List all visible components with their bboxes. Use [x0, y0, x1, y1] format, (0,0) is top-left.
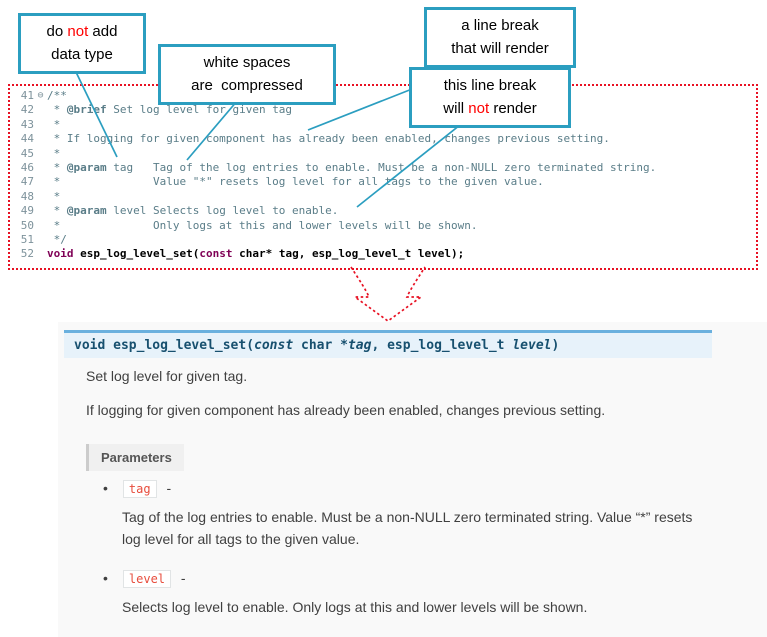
signature-segment: level	[512, 338, 552, 353]
signature-segment	[105, 338, 113, 353]
code-text: *	[47, 117, 61, 131]
fold-gutter	[34, 190, 47, 204]
param-separator: -	[180, 570, 186, 586]
code-line: 48 *	[12, 190, 754, 204]
callout-text: a line break	[461, 17, 539, 34]
signature-segment: const	[254, 338, 294, 353]
callout-text: are compressed	[191, 76, 303, 94]
doc-brief-paragraph: Set log level for given tag.	[86, 368, 248, 384]
signature-segment: esp_log_level_set	[113, 338, 247, 353]
param-separator: -	[166, 480, 172, 496]
code-text: * @param level Selects log level to enab…	[47, 204, 339, 218]
callout-text: will	[443, 99, 469, 117]
callout-line-break-will-render: a line break that will render	[424, 7, 576, 68]
rendered-documentation: void esp_log_level_set(const char *tag, …	[58, 322, 767, 637]
code-line: 52 void esp_log_level_set(const char* tag…	[12, 247, 754, 261]
fold-gutter	[34, 103, 47, 117]
code-text: * Value "*" resets log level for all tag…	[47, 175, 544, 189]
line-number: 44	[20, 132, 34, 146]
callout-text: add	[88, 23, 118, 40]
code-line: 46 * @param tag Tag of the log entries t…	[12, 161, 754, 175]
line-number: 43	[20, 117, 34, 131]
code-text: * @param tag Tag of the log entries to e…	[47, 161, 657, 175]
line-number: 51	[20, 233, 34, 247]
line-number: 46	[20, 161, 34, 175]
callout-text: that will render	[451, 39, 549, 57]
code-line: 41⊖/**	[12, 89, 754, 103]
line-number: 41	[20, 89, 34, 102]
fold-gutter	[34, 233, 47, 247]
code-text: */	[47, 233, 67, 247]
fold-gutter	[34, 175, 47, 189]
fold-gutter	[34, 118, 47, 132]
code-text: * If logging for given component has alr…	[47, 132, 610, 146]
function-signature: void esp_log_level_set(const char *tag, …	[64, 330, 712, 358]
param-item-level: • level -	[103, 570, 186, 588]
callout-white-spaces-compressed: white spaces are compressed	[158, 44, 336, 105]
code-text: *	[47, 146, 61, 160]
callout-text: white spaces	[203, 54, 291, 71]
code-line: 43 *	[12, 118, 754, 132]
fold-gutter	[34, 161, 47, 175]
code-text: * Only logs at this and lower levels wil…	[47, 218, 478, 232]
bullet-icon: •	[103, 480, 108, 496]
callout-text: do	[46, 23, 68, 40]
code-text: void esp_log_level_set(const char* tag, …	[47, 247, 465, 261]
fold-gutter	[34, 132, 47, 146]
code-line: 51 */	[12, 233, 754, 247]
line-number: 49	[20, 204, 34, 218]
code-lines: 41⊖/**42 * @brief Set log level for give…	[12, 89, 754, 262]
signature-segment: (	[246, 338, 255, 353]
code-text: /**	[47, 89, 67, 102]
dotted-down-arrow	[350, 266, 426, 323]
fold-gutter	[34, 219, 47, 233]
parameters-header: Parameters	[86, 444, 184, 471]
line-number: 52	[20, 247, 34, 261]
param-name-level: level	[122, 570, 172, 588]
line-number: 47	[20, 175, 34, 189]
callout-text: render	[489, 99, 537, 117]
fold-gutter	[34, 247, 47, 261]
collapse-icon[interactable]: ⊖	[37, 90, 44, 101]
code-line: 42 * @brief Set log level for given tag	[12, 103, 754, 117]
callout-text: data type	[51, 45, 113, 63]
line-number: 48	[20, 189, 34, 203]
callout-do-not-add-data-type: do not add data type	[18, 13, 146, 74]
bullet-icon: •	[103, 570, 108, 586]
signature-segment: void	[74, 338, 106, 353]
fold-gutter	[34, 147, 47, 161]
code-text: *	[47, 189, 61, 203]
param-desc-level: Selects log level to enable. Only logs a…	[122, 599, 588, 615]
source-code-snippet: 41⊖/**42 * @brief Set log level for give…	[8, 84, 758, 270]
code-line: 44 * If logging for given component has …	[12, 132, 754, 146]
param-desc-tag: Tag of the log entries to enable. Must b…	[122, 509, 693, 547]
line-number: 42	[20, 103, 34, 117]
callout-line-break-will-not-render: this line break will not render	[409, 67, 571, 128]
code-line: 45 *	[12, 147, 754, 161]
code-line: 50 * Only logs at this and lower levels …	[12, 219, 754, 233]
param-item-tag: • tag -	[103, 480, 172, 498]
signature-segment: tag	[347, 338, 372, 353]
signature-segment: char *	[293, 338, 348, 353]
callout-text: not	[468, 99, 490, 117]
param-name-tag: tag	[122, 480, 157, 498]
fold-gutter	[34, 204, 47, 218]
code-line: 47 * Value "*" resets log level for all …	[12, 175, 754, 189]
line-number: 50	[20, 218, 34, 232]
code-line: 49 * @param level Selects log level to e…	[12, 204, 754, 218]
callout-text: this line break	[443, 77, 537, 94]
code-text: * @brief Set log level for given tag	[47, 103, 293, 117]
signature-segment: )	[551, 338, 560, 353]
line-number: 45	[20, 146, 34, 160]
signature-segment: , esp_log_level_t	[371, 338, 513, 353]
doc-detail-paragraph: If logging for given component has alrea…	[86, 402, 606, 418]
callout-text: not	[67, 23, 89, 40]
